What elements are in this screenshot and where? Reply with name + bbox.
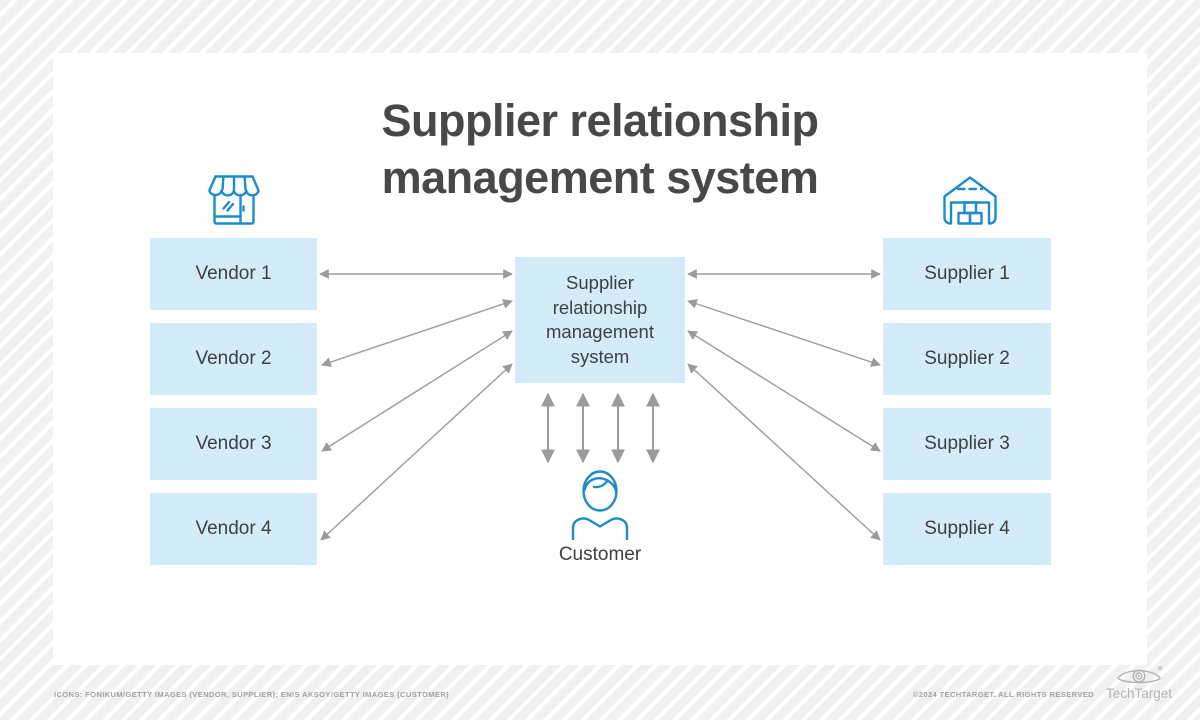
supplier-1-label: Supplier 1 — [924, 263, 1010, 284]
center-box: Supplier relationship management system — [515, 257, 685, 383]
vendor-2-label: Vendor 2 — [195, 348, 272, 369]
supplier-4-box: Supplier 4 — [883, 493, 1051, 565]
techtarget-eye-icon — [1117, 666, 1163, 684]
supplier-2-label: Supplier 2 — [924, 348, 1010, 369]
page-title-line2: management system — [381, 152, 819, 203]
techtarget-logo: TechTarget — [1104, 664, 1174, 701]
vendor-1-label: Vendor 1 — [195, 263, 272, 284]
vendor-3-box: Vendor 3 — [150, 408, 317, 480]
page-title: Supplier relationship management system — [0, 92, 1200, 206]
supplier-3-box: Supplier 3 — [883, 408, 1051, 480]
supplier-4-label: Supplier 4 — [924, 518, 1010, 539]
storefront-icon — [204, 172, 264, 235]
vendor-4-label: Vendor 4 — [195, 518, 272, 539]
techtarget-brand-name: TechTarget — [1105, 686, 1173, 701]
vendor-4-box: Vendor 4 — [150, 493, 317, 565]
vendor-2-box: Vendor 2 — [150, 323, 317, 395]
vendor-1-box: Vendor 1 — [150, 238, 317, 310]
warehouse-icon — [938, 172, 1002, 235]
footer-credits: ICONS: FONIKUM/GETTY IMAGES (VENDOR, SUP… — [54, 690, 450, 699]
page-title-line1: Supplier relationship — [381, 95, 819, 146]
supplier-2-box: Supplier 2 — [883, 323, 1051, 395]
customer-label: Customer — [558, 544, 642, 565]
footer-copyright: ©2024 TECHTARGET. ALL RIGHTS RESERVED — [912, 690, 1094, 699]
vendor-3-label: Vendor 3 — [195, 433, 272, 454]
center-box-label: Supplier relationship management system — [546, 272, 654, 367]
person-icon — [560, 466, 640, 545]
supplier-3-label: Supplier 3 — [924, 433, 1010, 454]
supplier-1-box: Supplier 1 — [883, 238, 1051, 310]
